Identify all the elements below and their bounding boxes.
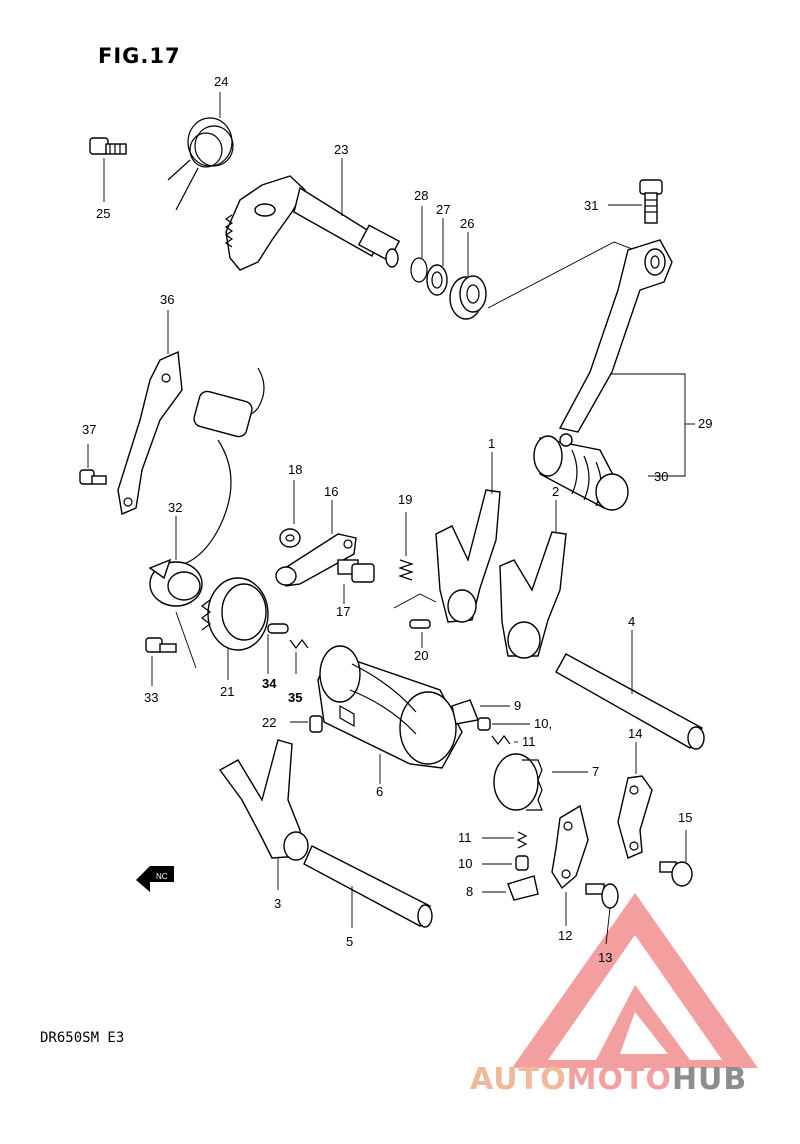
part-14-bracket (617, 742, 653, 859)
watermark-text: AUTOMOTOHUB (470, 1062, 747, 1097)
watermark-text-auto: AUTO (470, 1062, 567, 1097)
callout-13: 13 (598, 950, 612, 965)
direction-arrow-label: NC (156, 872, 168, 881)
part-37-screw (79, 444, 107, 485)
part-32-gear-position-switch (148, 367, 265, 669)
part-25-bolt (89, 137, 127, 202)
callout-14: 14 (628, 726, 642, 741)
part-7-shift-cam-gear (493, 753, 588, 811)
model-code: DR650SM E3 (40, 1030, 125, 1046)
callout-6: 6 (376, 784, 383, 799)
callout-12: 12 (558, 928, 572, 943)
callout-20: 20 (414, 648, 428, 663)
part-6-shift-drum (317, 645, 463, 784)
callout-31: 31 (584, 198, 598, 213)
part-28-circlip (410, 206, 428, 283)
watermark-text-moto: MOTO (566, 1062, 672, 1097)
part-21-shift-cam (201, 577, 269, 680)
callout-21: 21 (220, 684, 234, 699)
part-29-gearshift-lever (558, 239, 695, 477)
callout-4: 4 (628, 614, 635, 629)
callout-26: 26 (460, 216, 474, 231)
callout-11-upper: 11 (522, 734, 536, 749)
callout-2: 2 (552, 484, 559, 499)
part-19-spring (398, 512, 414, 581)
callout-33: 33 (144, 690, 158, 705)
callout-32: 32 (168, 500, 182, 515)
part-18-washer (279, 480, 301, 548)
callout-30: 30 (654, 469, 668, 484)
part-11-spring-upper (491, 735, 518, 745)
part-16-arm (275, 500, 357, 587)
callout-27: 27 (436, 202, 450, 217)
part-27-washer (426, 218, 448, 296)
callout-10-upper: 10, (534, 716, 552, 731)
callout-36: 36 (160, 292, 174, 307)
callout-15: 15 (678, 810, 692, 825)
callout-10-lower: 10 (458, 856, 472, 871)
part-24-spring (167, 92, 234, 211)
callout-37: 37 (82, 422, 96, 437)
part-20-pin (393, 593, 437, 648)
part-30-pedal-rubber (533, 433, 629, 511)
part-36-stopper-plate (117, 310, 183, 515)
callout-labels: 24 25 23 28 27 26 31 36 29 37 30 1 18 16… (82, 74, 712, 965)
callout-29: 29 (698, 416, 712, 431)
part-23-kick-shaft (224, 158, 401, 271)
part-4-fork-shaft (555, 630, 705, 750)
part-5-fork-shaft (303, 845, 433, 928)
callout-24: 24 (214, 74, 228, 89)
part-35-spring (289, 639, 309, 674)
part-17-bolt (337, 559, 375, 604)
figure-title: FIG.17 (98, 44, 181, 68)
callout-34: 34 (262, 676, 277, 691)
part-33-screw (145, 637, 177, 686)
part-10-pin-upper (477, 717, 530, 731)
callout-23: 23 (334, 142, 348, 157)
part-13-screw (585, 883, 619, 945)
callout-3: 3 (274, 896, 281, 911)
part-15-screw (659, 830, 693, 887)
part-22-dowel (290, 715, 323, 733)
callout-19: 19 (398, 492, 412, 507)
callout-22: 22 (262, 715, 276, 730)
callout-28: 28 (414, 188, 428, 203)
part-31-bolt (608, 179, 663, 224)
direction-arrow-icon: NC (136, 866, 174, 892)
callout-7: 7 (592, 764, 599, 779)
callout-25: 25 (96, 206, 110, 221)
callout-8: 8 (466, 884, 473, 899)
callout-11-lower: 11 (458, 830, 472, 845)
callout-17: 17 (336, 604, 350, 619)
callout-35: 35 (288, 690, 302, 705)
callout-5: 5 (346, 934, 353, 949)
part-8-pawl (482, 875, 539, 901)
part-10-pin-lower (482, 855, 529, 871)
callout-1: 1 (488, 436, 495, 451)
part-26-bearing (449, 232, 641, 320)
part-1-shift-fork (435, 452, 501, 623)
part-11-spring-lower (482, 831, 528, 849)
callout-9: 9 (514, 698, 521, 713)
callout-18: 18 (288, 462, 302, 477)
part-3-shift-fork (218, 739, 309, 890)
part-2-shift-fork (499, 500, 567, 659)
part-34-pin (267, 623, 289, 674)
watermark-logo (512, 893, 758, 1068)
callout-16: 16 (324, 484, 338, 499)
part-12-guide-plate (551, 804, 589, 926)
watermark-text-hub: HUB (671, 1062, 748, 1097)
